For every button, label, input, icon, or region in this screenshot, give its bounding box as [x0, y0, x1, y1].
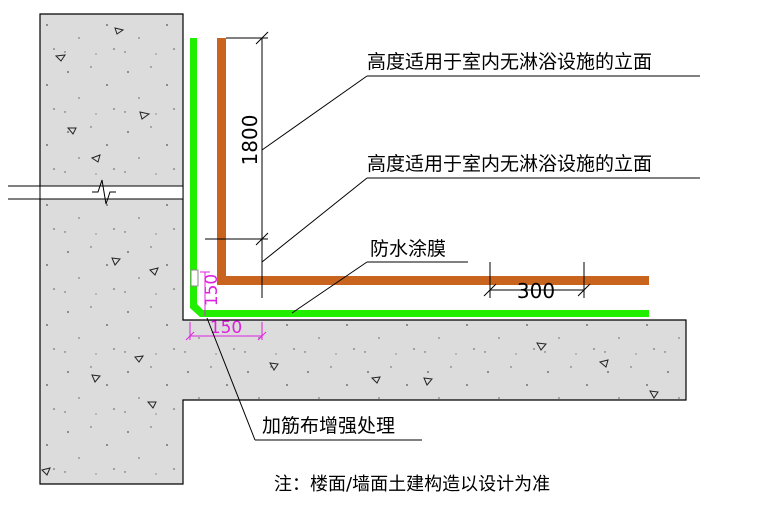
waterproof-layer-corner	[190, 290, 207, 317]
finish-layer-floor	[217, 276, 649, 285]
reinforcement-strip	[190, 269, 199, 287]
finish-layer-wall	[217, 38, 226, 284]
aggregate-triangles	[41, 27, 659, 476]
waterproof-layer-floor	[200, 310, 649, 317]
height-note-1: 高度适用于室内无淋浴设施的立面	[367, 51, 652, 73]
waterproof-coating-label: 防水涂膜	[370, 238, 446, 260]
wall-height-dimension: 1800	[238, 115, 262, 166]
construction-note: 注：楼面/墙面土建构造以设计为准	[274, 474, 550, 495]
dimensions	[205, 31, 591, 298]
corner-dimension	[185, 271, 267, 341]
corner-vertical-dimension: 150	[202, 274, 222, 306]
corner-horizontal-dimension: 150	[210, 318, 242, 338]
floor-length-dimension: 300	[517, 279, 555, 303]
layers	[190, 38, 649, 317]
reinforcement-label: 加筋布增强处理	[262, 415, 395, 437]
concrete-speckle	[40, 14, 686, 484]
leaders	[206, 75, 700, 441]
concrete-structure	[8, 13, 687, 485]
waterproof-layer-wall	[190, 38, 197, 304]
height-note-2: 高度适用于室内无淋浴设施的立面	[367, 153, 652, 175]
break-symbol	[8, 179, 184, 205]
